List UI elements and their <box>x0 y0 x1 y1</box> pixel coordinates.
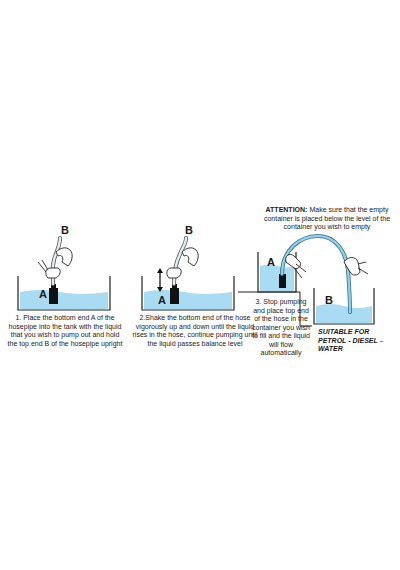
step-caption: 1. Place the bottom end A of the hosepip… <box>8 314 123 347</box>
step-one-figure <box>18 238 110 310</box>
end-label-box: A <box>38 288 48 301</box>
end-label-box: A <box>265 256 277 269</box>
step-caption-box: 3. Stop pumping and place top end of the… <box>250 298 312 358</box>
step-caption: 2.Shake the bottom end of the hose vigor… <box>133 314 258 347</box>
end-label: B <box>325 294 333 306</box>
step-caption-box: 2.Shake the bottom end of the hose vigor… <box>132 314 258 348</box>
suitability-note: SUITABLE FOR PETROL - DIESEL – WATER <box>318 328 383 352</box>
end-label: A <box>158 294 166 306</box>
end-label: B <box>185 224 193 236</box>
end-label-box: B <box>323 294 335 307</box>
attention-note: ATTENTION: <box>266 206 308 213</box>
suitability-note-box: SUITABLE FOR PETROL - DIESEL – WATER <box>318 328 398 354</box>
end-label-box: B <box>182 224 196 237</box>
step-caption: 3. Stop pumping and place top end of the… <box>252 298 310 356</box>
attention-note-box: ATTENTION:Make sure that the empty conta… <box>258 206 396 232</box>
end-label: A <box>39 288 47 300</box>
end-label: A <box>267 256 275 268</box>
end-label: B <box>61 224 69 236</box>
step-caption-box: 1. Place the bottom end A of the hosepip… <box>6 314 124 348</box>
end-label-box: A <box>157 294 167 307</box>
step-two-figure <box>142 238 234 310</box>
end-label-box: B <box>58 224 72 237</box>
